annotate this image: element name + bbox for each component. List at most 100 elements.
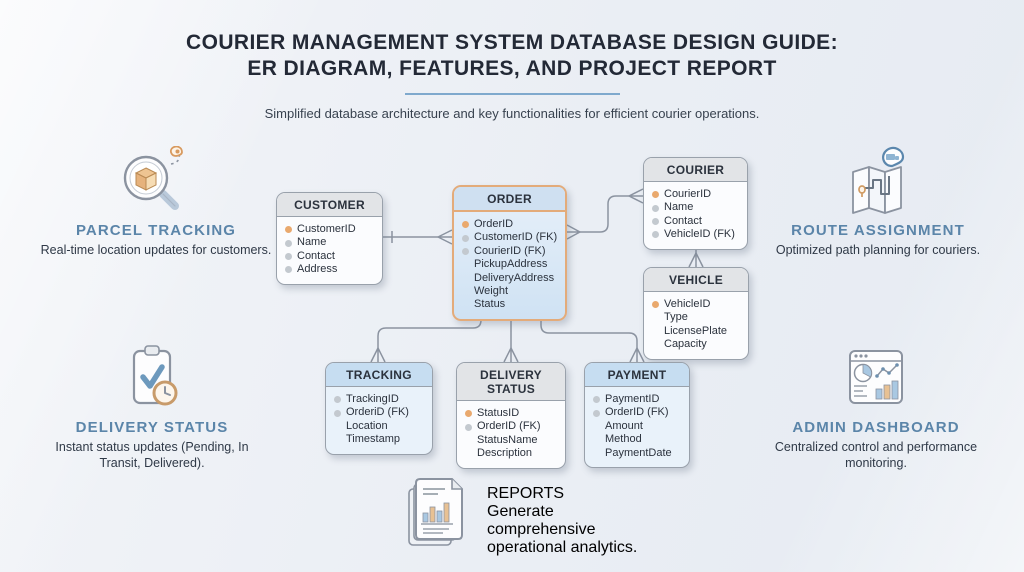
field-label: CustomerID (FK)	[474, 231, 558, 244]
entity-field: PaymentDate	[593, 447, 683, 460]
entity-field: Amount	[593, 420, 683, 433]
feature-reports-title: REPORTS	[487, 485, 565, 502]
field-label: VehicleID	[664, 298, 711, 310]
entity-courier-title: COURIER	[644, 158, 747, 182]
magnifier-package-icon	[123, 146, 183, 210]
field-label: OrderiD (FK)	[346, 406, 409, 419]
gray-key-dot	[593, 396, 600, 404]
crow-foot-vehicle-top	[688, 252, 704, 268]
gray-key-dot	[285, 266, 292, 274]
entity-field: OrderID	[462, 218, 559, 231]
field-label: Status	[474, 298, 506, 311]
clipboard-check-clock-icon	[132, 345, 178, 406]
gray-key-dot	[593, 409, 600, 417]
field-label: Location	[346, 419, 388, 432]
entity-field: Location	[334, 420, 426, 433]
orange-key-dot	[462, 221, 469, 229]
entity-field: OrderID (FK)	[465, 420, 559, 433]
gray-key-dot	[334, 396, 341, 404]
report-pages-icon	[408, 478, 463, 546]
gray-key-dot	[462, 248, 469, 256]
field-label: CourierID (FK)	[474, 244, 546, 257]
entity-field: OrderID (FK)	[593, 406, 683, 419]
feature-admin-dashboard: ADMIN DASHBOARD Centralized control and …	[760, 343, 992, 471]
feature-parcel-tracking-title: PARCEL TRACKING	[75, 222, 237, 239]
map-route-icon	[852, 146, 905, 214]
gray-key-dot	[652, 218, 659, 226]
field-indent	[465, 437, 472, 444]
field-label: CustomerID	[297, 223, 356, 235]
field-label: Weight	[474, 285, 509, 298]
entity-field: Name	[652, 201, 741, 214]
field-label: Name	[664, 201, 694, 214]
field-label: TrackingID	[346, 393, 399, 405]
entity-field: DeliveryAddress	[462, 272, 559, 285]
field-indent	[593, 450, 600, 457]
orange-key-dot	[285, 226, 292, 234]
field-label: OrderID	[474, 218, 514, 230]
entity-field: Description	[465, 447, 559, 460]
field-indent	[334, 423, 341, 430]
gray-key-dot	[652, 231, 659, 239]
orange-key-dot	[652, 191, 659, 199]
entity-field: VehicleID	[652, 298, 742, 311]
crow-foot-delivery-top	[503, 347, 519, 363]
field-indent	[334, 436, 341, 443]
title-divider	[404, 93, 620, 95]
field-label: DeliveryAddress	[474, 271, 555, 284]
entity-delivery-status-title: DELIVERY STATUS	[457, 363, 565, 401]
entity-field: Capacity	[652, 338, 742, 351]
entity-field: Contact	[652, 215, 741, 228]
field-indent	[652, 315, 659, 322]
field-label: OrderID (FK)	[605, 406, 669, 419]
field-indent	[593, 436, 600, 443]
entity-payment-title: PAYMENT	[585, 363, 689, 387]
field-label: StatusID	[477, 407, 520, 419]
header: COURIER MANAGEMENT SYSTEM DATABASE DESIG…	[0, 30, 1024, 121]
gray-key-dot	[285, 253, 292, 261]
crow-foot-order-left	[437, 229, 453, 245]
entity-field: PickupAddress	[462, 258, 559, 271]
feature-delivery-status: DELIVERY STATUS Instant status updates (…	[36, 343, 268, 471]
feature-delivery-status-desc: Instant status updates (Pending, In Tran…	[55, 440, 249, 470]
feature-reports-desc: Generate comprehensive operational analy…	[487, 503, 638, 556]
field-indent	[652, 328, 659, 335]
entity-field: Timestamp	[334, 433, 426, 446]
entity-field: CustomerID	[285, 223, 376, 236]
field-label: CourierID	[664, 188, 712, 200]
orange-key-dot	[465, 410, 472, 418]
field-indent	[652, 341, 659, 348]
entity-order-title: ORDER	[454, 187, 565, 212]
feature-parcel-tracking: PARCEL TRACKING Real-time location updat…	[40, 146, 272, 259]
crow-foot-courier-left	[628, 188, 644, 204]
gray-key-dot	[334, 409, 341, 417]
crow-foot-payment-top	[629, 347, 645, 363]
field-label: Capacity	[664, 338, 707, 351]
gray-key-dot	[285, 239, 292, 247]
field-indent	[465, 450, 472, 457]
entity-vehicle-title: VEHICLE	[644, 268, 748, 292]
feature-admin-dashboard-desc: Centralized control and performance moni…	[774, 440, 978, 470]
connector-order-courier	[580, 195, 629, 233]
crow-foot-tracking-top	[370, 347, 386, 363]
field-label: PickupAddress	[474, 258, 548, 271]
field-indent	[593, 423, 600, 430]
page-subtitle: Simplified database architecture and key…	[264, 106, 760, 121]
field-label: Method	[605, 433, 642, 446]
entity-field: StatusID	[465, 407, 559, 420]
page-title: COURIER MANAGEMENT SYSTEM DATABASE DESIG…	[0, 30, 1024, 82]
entity-field: Type	[652, 311, 742, 324]
entity-field: VehicleID (FK)	[652, 228, 741, 241]
feature-route-assignment-desc: Optimized path planning for couriers.	[775, 243, 981, 257]
page-title-line2: ER DIAGRAM, FEATURES, AND PROJECT REPORT	[247, 57, 777, 80]
